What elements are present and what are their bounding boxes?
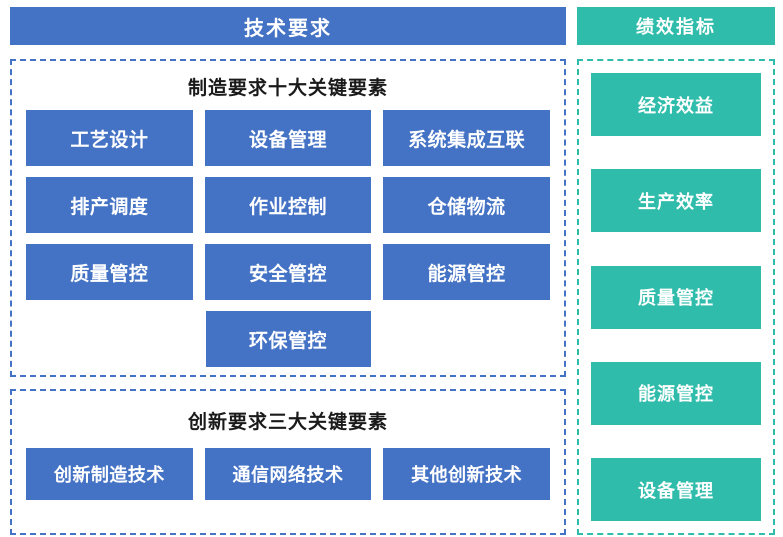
element-box-cangchuwuliu[interactable]: 仓储物流 [383, 177, 551, 233]
performance-indicators-column: 绩效指标 经济效益 生产效率 质量管控 能源管控 设备管理 [577, 7, 775, 535]
element-box-shebeiguanli[interactable]: 设备管理 [204, 110, 372, 166]
performance-indicators-panel: 经济效益 生产效率 质量管控 能源管控 设备管理 [577, 59, 775, 535]
kpi-box-zhiliangguankong[interactable]: 质量管控 [591, 265, 761, 329]
technical-requirements-header: 技术要求 [10, 7, 566, 45]
manufacturing-requirements-panel: 制造要求十大关键要素 工艺设计 设备管理 系统集成互联 排产调度 作业控制 仓储… [10, 59, 566, 377]
performance-indicators-header: 绩效指标 [577, 7, 775, 45]
element-box-nengyuanguankong[interactable]: 能源管控 [383, 244, 551, 300]
element-box-zhiliangguankong[interactable]: 质量管控 [26, 244, 193, 300]
manufacturing-row-2: 排产调度 作业控制 仓储物流 [26, 177, 551, 233]
manufacturing-row-3: 质量管控 安全管控 能源管控 [26, 244, 551, 300]
element-box-xitongjichenghulian[interactable]: 系统集成互联 [383, 110, 551, 166]
manufacturing-grid: 工艺设计 设备管理 系统集成互联 排产调度 作业控制 仓储物流 质量管控 安全管… [26, 110, 551, 367]
element-box-paichandiaodu[interactable]: 排产调度 [26, 177, 193, 233]
element-box-tongxinwangluojishu[interactable]: 通信网络技术 [204, 448, 372, 500]
manufacturing-section-title: 制造要求十大关键要素 [187, 78, 388, 99]
kpi-box-shengchanxiaolv[interactable]: 生产效率 [591, 169, 761, 233]
innovation-section-title: 创新要求三大关键要素 [187, 412, 388, 433]
innovation-requirements-panel: 创新要求三大关键要素 创新制造技术 通信网络技术 其他创新技术 [10, 389, 566, 535]
element-box-zuoyekongzhi[interactable]: 作业控制 [204, 177, 372, 233]
element-box-gongyisheji[interactable]: 工艺设计 [26, 110, 193, 166]
innovation-row-1: 创新制造技术 通信网络技术 其他创新技术 [26, 448, 551, 500]
kpi-box-shebeiguanli[interactable]: 设备管理 [591, 458, 761, 521]
element-box-anquanguankong[interactable]: 安全管控 [204, 244, 372, 300]
technical-requirements-column: 技术要求 制造要求十大关键要素 工艺设计 设备管理 系统集成互联 排产调度 作业… [10, 7, 566, 535]
manufacturing-row-4: 环保管控 [26, 311, 550, 367]
manufacturing-row-1: 工艺设计 设备管理 系统集成互联 [26, 110, 551, 166]
element-box-qitachuangxinjishu[interactable]: 其他创新技术 [383, 448, 551, 500]
kpi-box-jingjixiaoyi[interactable]: 经济效益 [591, 73, 761, 136]
element-box-huanbaoguankong[interactable]: 环保管控 [205, 311, 371, 367]
kpi-box-nengyuanguankong[interactable]: 能源管控 [591, 361, 761, 425]
element-box-chuangxinzhizaojishu[interactable]: 创新制造技术 [26, 448, 193, 500]
